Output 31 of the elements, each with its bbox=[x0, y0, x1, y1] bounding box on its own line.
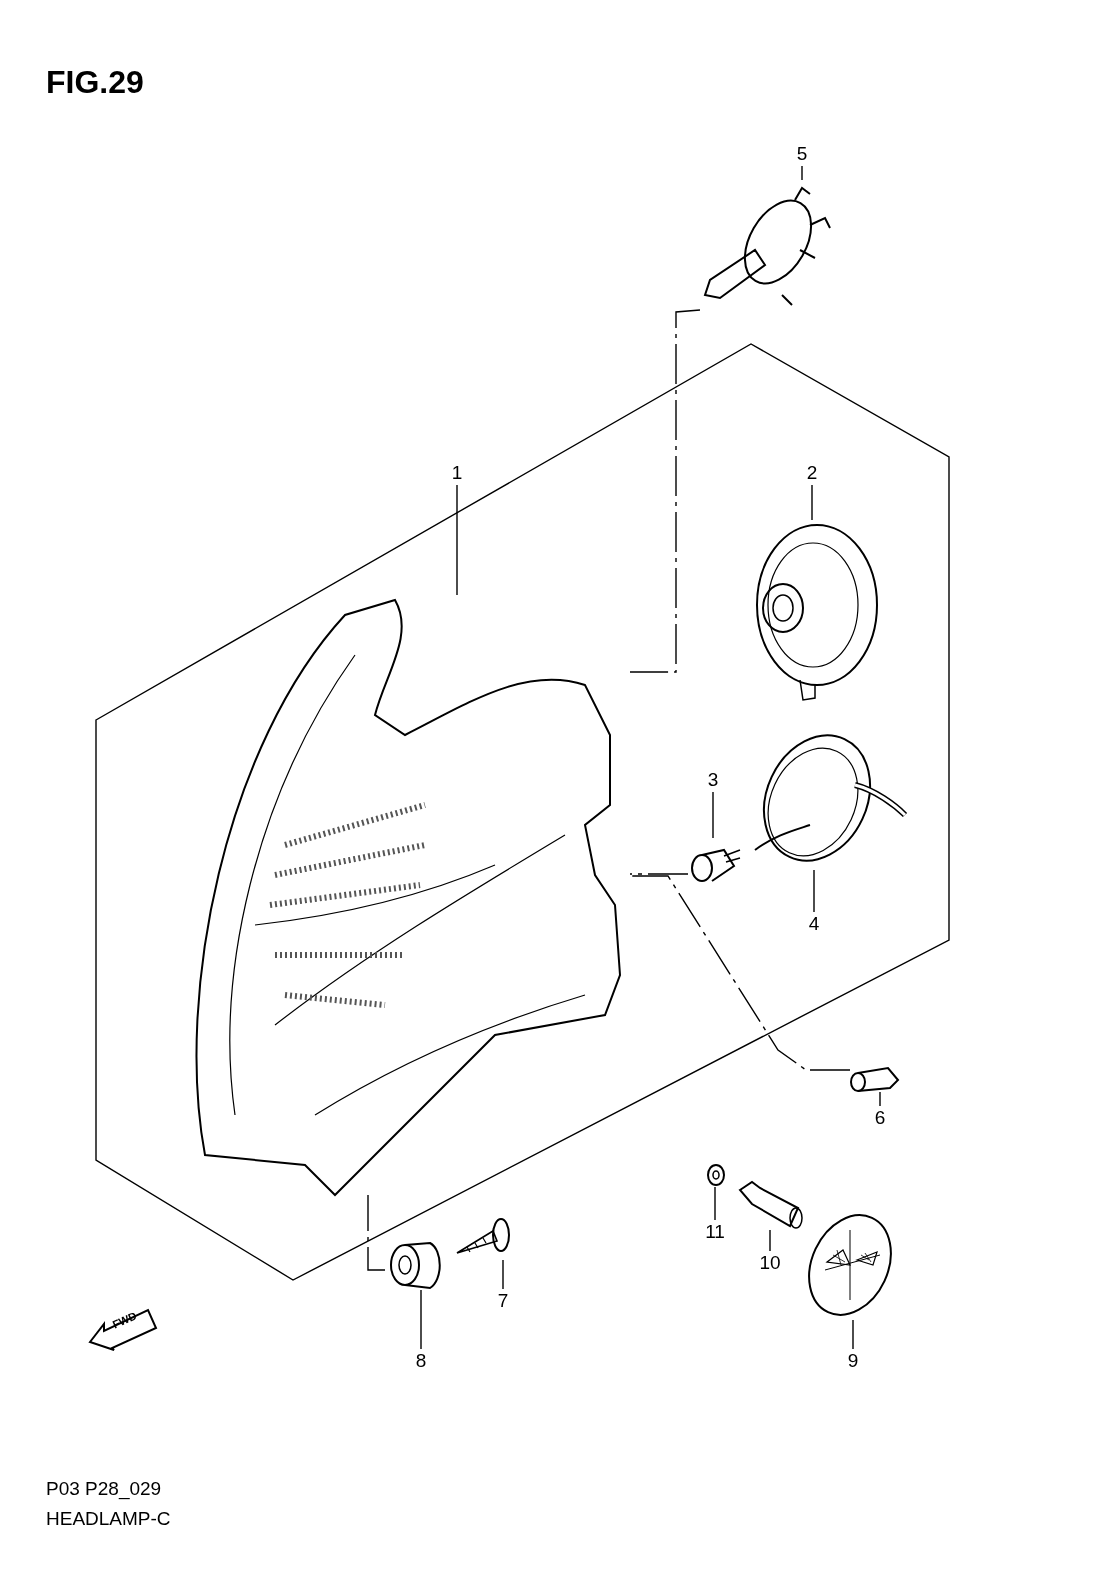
footer-text: HEADLAMP-C bbox=[46, 1508, 171, 1530]
callout-number: 5 bbox=[787, 142, 817, 166]
leader-line bbox=[769, 1229, 771, 1252]
figure-title: FIG.29 bbox=[46, 64, 144, 101]
leader-line bbox=[879, 1091, 881, 1107]
callout-number: 7 bbox=[488, 1289, 518, 1313]
washer-drawing bbox=[705, 1163, 727, 1187]
callout-number: 8 bbox=[406, 1349, 436, 1373]
leader-line bbox=[801, 165, 803, 181]
callout-number: 2 bbox=[797, 461, 827, 485]
leader-line bbox=[714, 1186, 716, 1221]
assembly-line bbox=[367, 1194, 386, 1271]
leader-line bbox=[852, 1319, 854, 1350]
leader-line bbox=[502, 1259, 504, 1290]
assembly-line bbox=[629, 309, 701, 673]
leader-line bbox=[712, 791, 714, 839]
callout-number: 1 bbox=[442, 461, 472, 485]
callout-number: 11 bbox=[700, 1220, 730, 1244]
leader-line bbox=[811, 484, 813, 521]
callout-number: 6 bbox=[865, 1106, 895, 1130]
assembly-line bbox=[629, 873, 689, 875]
leader-line bbox=[456, 484, 458, 596]
footer-text: P03 P28_029 bbox=[46, 1478, 162, 1500]
position-bulb-drawing bbox=[850, 1068, 900, 1092]
leader-line bbox=[420, 1289, 422, 1350]
callout-number: 3 bbox=[698, 768, 728, 792]
assembly-line bbox=[629, 875, 851, 1071]
leader-line bbox=[813, 869, 815, 913]
callout-number: 4 bbox=[799, 912, 829, 936]
callout-number: 10 bbox=[755, 1251, 785, 1275]
callout-number: 9 bbox=[838, 1349, 868, 1373]
